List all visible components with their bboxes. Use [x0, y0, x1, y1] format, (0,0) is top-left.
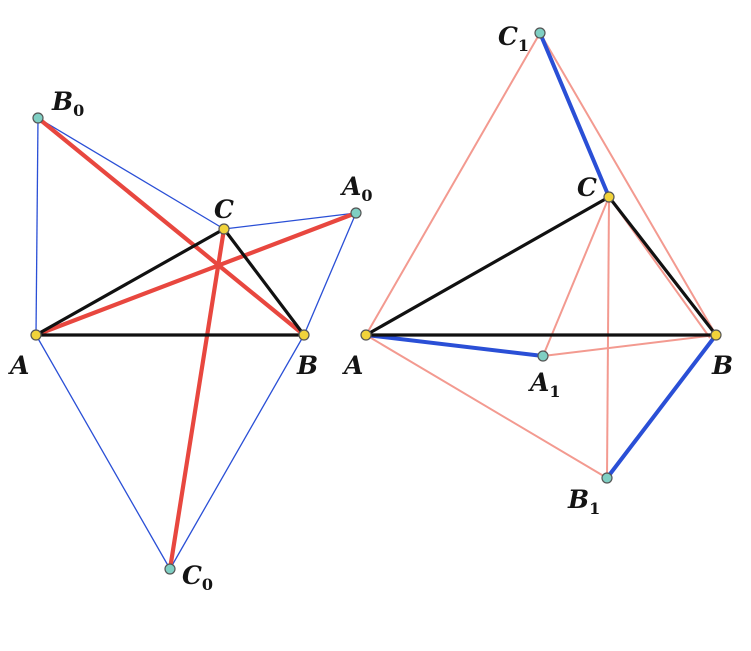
- line-a-c1: [365, 32, 541, 336]
- line-a1-b: [542, 334, 717, 357]
- label-c: C: [214, 195, 234, 224]
- label-b1: B1: [567, 485, 600, 518]
- right-blue-lines: [364, 31, 718, 480]
- point-c1: [534, 27, 546, 39]
- triangle-abc: [35, 227, 306, 337]
- left-triangle: [35, 227, 306, 337]
- right-points: [360, 27, 722, 484]
- label-b0: B0: [51, 87, 84, 120]
- left-labels: A B C A0 B0 C0: [8, 87, 373, 594]
- left-red-lines: [33, 115, 359, 572]
- point-a: [30, 329, 42, 341]
- left-blue-lines: [35, 117, 357, 570]
- line-b0-b: [35, 115, 307, 338]
- right-triangle: [365, 195, 718, 337]
- right-figure: A B C C1 A1 B1: [342, 22, 733, 518]
- label-a: A: [8, 351, 29, 380]
- point-a1: [537, 350, 549, 362]
- label-a0: A0: [340, 172, 373, 205]
- label-a-right: A: [342, 351, 363, 380]
- line-a-a0: [33, 210, 359, 338]
- line-c1-b: [539, 32, 717, 336]
- label-a1: A1: [528, 368, 561, 401]
- point-b0: [32, 112, 44, 124]
- line-c-c0: [167, 226, 227, 572]
- point-c-right: [603, 191, 615, 203]
- right-light-red-lines: [365, 32, 717, 479]
- point-b: [298, 329, 310, 341]
- point-b-right: [710, 329, 722, 341]
- label-c-right: C: [577, 173, 597, 202]
- line-a-b1: [365, 334, 608, 479]
- line-b-b1: [605, 333, 718, 480]
- line-c-a0: [223, 212, 357, 230]
- point-a-right: [360, 329, 372, 341]
- point-c0: [164, 563, 176, 575]
- line-c-b1: [606, 196, 610, 479]
- line-c1-c: [538, 31, 611, 199]
- line-c0-b: [169, 334, 305, 570]
- point-c: [218, 223, 230, 235]
- label-c0: C0: [182, 561, 213, 594]
- line-b0-c: [37, 117, 225, 230]
- left-points: [30, 112, 362, 575]
- label-b-right: B: [711, 351, 733, 380]
- label-b: B: [296, 351, 318, 380]
- right-labels: A B C C1 A1 B1: [342, 22, 733, 518]
- line-a-a1: [364, 333, 545, 358]
- label-c1: C1: [498, 22, 529, 55]
- point-b1: [601, 472, 613, 484]
- left-figure: A B C A0 B0 C0: [8, 87, 373, 594]
- line-c-a1: [542, 196, 610, 357]
- line-a0-b: [303, 212, 357, 336]
- triangle-abc-right: [365, 195, 718, 337]
- line-a-c0: [35, 334, 171, 570]
- point-a0: [350, 207, 362, 219]
- line-a-b0: [35, 117, 39, 336]
